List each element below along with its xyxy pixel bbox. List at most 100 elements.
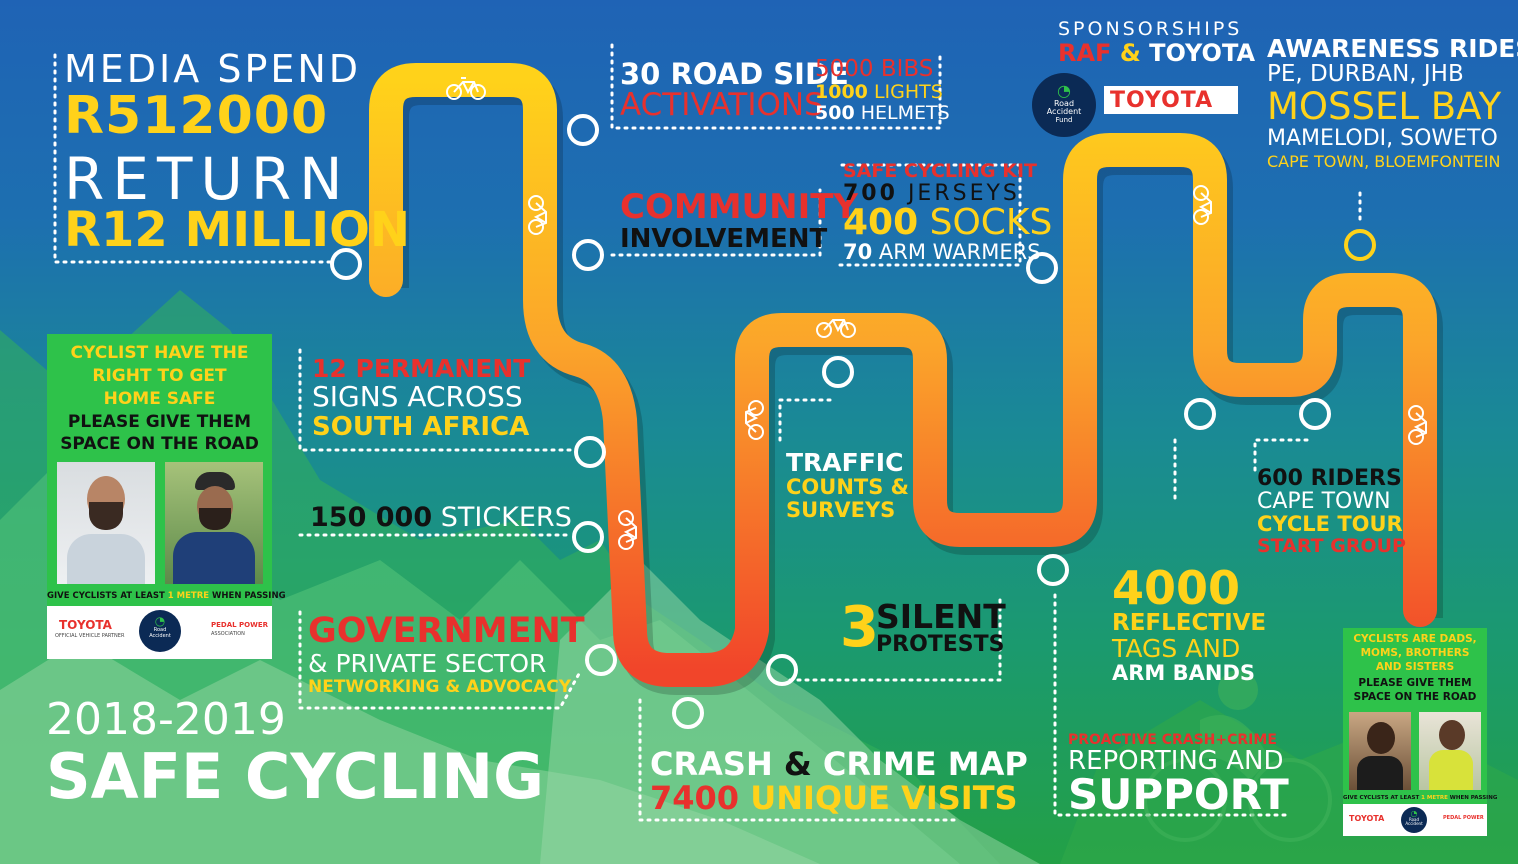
poster2-h5: SPACE ON THE ROAD — [1353, 691, 1477, 703]
protests-line2: PROTESTS — [876, 632, 1005, 657]
poster2-h2: MOMS, BROTHERS — [1360, 647, 1470, 659]
jerseys-count: 700 — [843, 181, 898, 206]
poster1-pedal-sub: ASSOCIATION — [211, 631, 245, 637]
return-label: RETURN — [64, 145, 351, 213]
cyclist-silhouette — [1200, 670, 1270, 780]
leader-lines — [53, 43, 1362, 822]
poster1-h5: SPACE ON THE ROAD — [60, 434, 259, 454]
sponsor-raf: RAF — [1058, 39, 1112, 67]
raf-logo-l1: Road — [1053, 99, 1075, 108]
stickers-block: 150 000 STICKERS — [310, 504, 572, 531]
poster1-h1: CYCLIST HAVE THE — [70, 343, 249, 363]
poster1-photo-cyclist — [165, 462, 263, 584]
poster1-h2: RIGHT TO GET — [92, 366, 227, 386]
poster2-footer-text: GIVE CYCLISTS AT LEAST 1 METRE WHEN PASS… — [1343, 795, 1497, 802]
government-line3: NETWORKING & ADVOCACY — [308, 677, 572, 697]
toyota-logo: TOYOTA — [1104, 86, 1238, 114]
bicycle-icon — [528, 195, 547, 235]
activations-line2: ACTIVATIONS — [620, 87, 824, 123]
signs-line1: 12 PERMANENT — [312, 354, 531, 383]
raf-swirl-icon: ◔ — [154, 614, 166, 628]
raf-logo: ◔ Road Accident Fund — [1032, 73, 1096, 137]
crash-map-block: CRASH & CRIME MAP 7400 UNIQUE VISITS — [650, 748, 1028, 814]
sponsorships-block: SPONSORSHIPS RAF & TOYOTA — [1058, 18, 1255, 67]
toyota-wordmark: TOYOTA — [1110, 88, 1214, 113]
poster2-toyota-logo: TOYOTA — [1349, 814, 1385, 823]
poster-right: CYCLISTS ARE DADS, MOMS, BROTHERS AND SI… — [1343, 628, 1497, 836]
arm-label: ARM WARMERS — [878, 240, 1041, 264]
protests-block: 3 SILENT PROTESTS — [840, 600, 1006, 656]
poster1-foot-b: 1 METRE — [167, 591, 210, 601]
tags-count: 4000 — [1112, 561, 1241, 615]
crash-amp: & — [783, 745, 812, 783]
poster2-logos: TOYOTA ◔ Road Accident PEDAL POWER — [1343, 804, 1487, 836]
community-block: COMMUNITY INVOLVEMENT — [620, 190, 858, 252]
poster1-logos: TOYOTA OFFICIAL VEHICLE PARTNER ◔ Road A… — [47, 606, 272, 659]
media-spend-block: MEDIA SPEND R512000 RETURN R12 MILLION — [64, 50, 410, 254]
government-block: GOVERNMENT & PRIVATE SECTOR NETWORKING &… — [308, 614, 585, 696]
poster2-foot-b: 1 METRE — [1421, 795, 1448, 801]
government-line1: GOVERNMENT — [308, 611, 585, 651]
signs-block: 12 PERMANENT SIGNS ACROSS SOUTH AFRICA — [312, 356, 530, 440]
reporting-block: PROACTIVE CRASH+CRIME REPORTING AND SUPP… — [1068, 733, 1289, 816]
reporting-line2: REPORTING AND — [1068, 746, 1284, 776]
traffic-block: TRAFFIC COUNTS & SURVEYS — [786, 450, 909, 521]
poster1-foot-a: GIVE CYCLISTS AT LEAST — [47, 591, 165, 601]
bicycle-icons — [446, 77, 1427, 550]
activations-line1: 30 ROAD SIDE — [620, 57, 849, 91]
community-line1: COMMUNITY — [620, 187, 859, 227]
socks-label: SOCKS — [929, 202, 1053, 243]
community-line2: INVOLVEMENT — [620, 224, 828, 254]
bicycle-icon — [446, 77, 486, 100]
helmets-label: HELMETS — [860, 102, 950, 124]
visits-label: UNIQUE VISITS — [750, 779, 1018, 817]
riders-line4: START GROUP — [1257, 535, 1406, 557]
arm-count: 70 — [843, 240, 873, 264]
rides-line2: PE, DURBAN, JHB — [1267, 61, 1464, 87]
poster2-photo-woman — [1349, 712, 1411, 790]
poster1-pedal-logo: PEDAL POWER — [211, 621, 269, 629]
tags-line2: TAGS AND — [1112, 634, 1241, 663]
stickers-label: STICKERS — [440, 502, 572, 533]
poster2-photo-cyclist — [1419, 712, 1481, 790]
poster2-raf-l1: Road — [1408, 817, 1420, 822]
lights-count: 1000 — [815, 81, 868, 103]
title-block: 2018-2019 SAFE CYCLING — [46, 698, 544, 808]
tags-line1: REFLECTIVE — [1112, 610, 1267, 636]
raf-swirl-icon: ◔ — [1057, 81, 1071, 100]
crash-label: CRASH — [650, 745, 773, 783]
poster2-foot-a: GIVE CYCLISTS AT LEAST — [1343, 795, 1420, 801]
milestone-markers — [330, 114, 1376, 729]
rides-line5: CAPE TOWN, BLOEMFONTEIN — [1267, 152, 1501, 171]
return-value: R12 MILLION — [64, 202, 411, 258]
bicycle-icon — [1193, 185, 1212, 225]
poster1-raf-l1: Road — [153, 627, 167, 633]
media-spend-value: R512000 — [64, 86, 329, 146]
helmets-count: 500 — [815, 102, 855, 124]
poster2-h3: AND SISTERS — [1375, 661, 1455, 673]
bibs: 5000 BIBS — [815, 56, 934, 82]
poster2-pedal-logo: PEDAL POWER — [1443, 815, 1484, 821]
government-line2: & PRIVATE SECTOR — [308, 649, 547, 678]
traffic-line2: COUNTS & — [786, 475, 909, 499]
bicycle-icon — [1408, 405, 1427, 445]
stickers-count: 150 000 — [310, 502, 433, 533]
road — [369, 63, 1443, 695]
title-name: SAFE CYCLING — [46, 740, 544, 813]
poster1-h3: HOME SAFE — [103, 389, 216, 409]
protests-count: 3 — [840, 595, 879, 660]
poster1-raf-logo: ◔ Road Accident — [139, 610, 181, 652]
kit-block: SAFE CYCLING KIT 700 JERSEYS 400 SOCKS 7… — [843, 162, 1052, 263]
signs-line2: SIGNS ACROSS — [312, 380, 523, 413]
poster1-foot-c: WHEN PASSING — [212, 591, 286, 601]
title-years: 2018-2019 — [46, 694, 286, 745]
bicycle-icon — [618, 510, 637, 550]
poster1-footer-text: GIVE CYCLISTS AT LEAST 1 METRE WHEN PASS… — [47, 591, 286, 601]
tags-block: 4000 REFLECTIVE TAGS AND ARM BANDS — [1112, 565, 1266, 684]
bicycle-icon — [816, 319, 856, 338]
crime-map-label: CRIME MAP — [822, 745, 1028, 783]
poster1-toyota-sub: OFFICIAL VEHICLE PARTNER — [55, 633, 125, 639]
traffic-line3: SURVEYS — [786, 498, 896, 522]
sponsorships-label: SPONSORSHIPS — [1058, 18, 1243, 40]
